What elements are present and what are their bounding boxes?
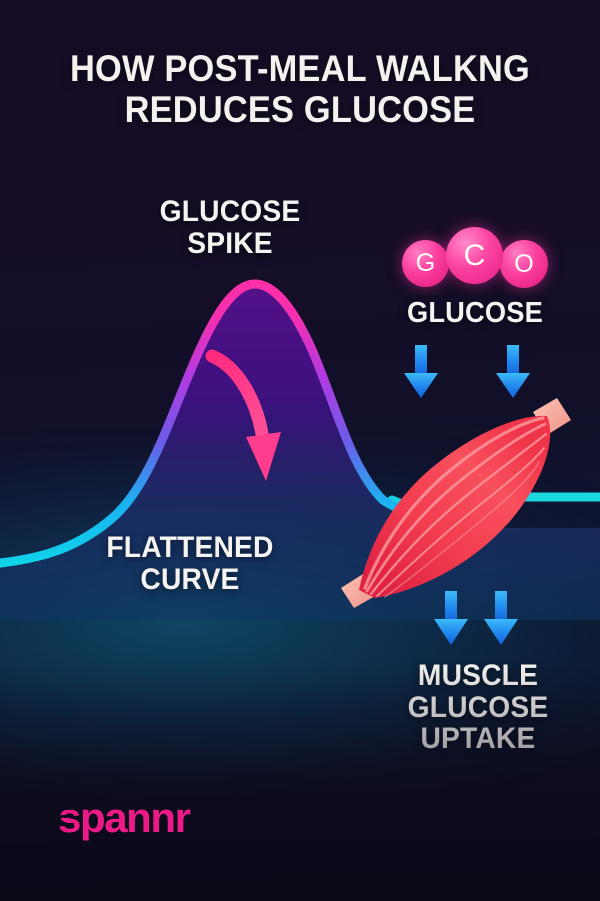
label-glucose: GLUCOSE bbox=[390, 298, 559, 328]
label-glucose-spike-line-2: SPIKE bbox=[187, 226, 273, 260]
glucose-inflow-arrow-left bbox=[404, 345, 438, 398]
reduction-arrow bbox=[205, 349, 281, 481]
atom-c-label: C bbox=[463, 238, 486, 272]
page-title-line-2: REDUCES GLUCOSE bbox=[124, 89, 476, 131]
logo-glitch-bar-3 bbox=[58, 823, 74, 826]
label-glucose-spike-line-1: GLUCOSE bbox=[159, 195, 301, 228]
glucose-spike-curve bbox=[0, 279, 429, 568]
atom-o-label: O bbox=[514, 249, 534, 278]
background-bottom-fade bbox=[0, 661, 600, 901]
label-flattened-curve: FLATTENED CURVE bbox=[73, 532, 308, 595]
page-title: HOW POST-MEAL WALKNG REDUCES GLUCOSE bbox=[21, 48, 579, 131]
label-glucose-spike: GLUCOSE SPIKE bbox=[117, 196, 343, 259]
page-title-line-1: HOW POST-MEAL WALKNG bbox=[70, 48, 530, 89]
label-flattened-curve-line-1: FLATTENED bbox=[106, 531, 274, 564]
uptake-arrow-left bbox=[434, 591, 468, 645]
atom-o-circle: O bbox=[500, 240, 548, 288]
muscle-fiber-lines bbox=[363, 416, 548, 598]
atom-c-circle: C bbox=[446, 227, 503, 284]
label-flattened-curve-line-2: CURVE bbox=[140, 562, 240, 596]
atom-g-circle: G bbox=[402, 240, 449, 287]
logo-glitch-bar-1 bbox=[58, 807, 72, 810]
brand-logo-text: spannr bbox=[58, 794, 191, 841]
atom-g-label: G bbox=[415, 249, 436, 277]
muscle-illustration bbox=[341, 398, 571, 608]
glucose-inflow-arrow-right bbox=[496, 345, 530, 398]
brand-logo[interactable]: spannr bbox=[58, 794, 191, 841]
label-glucose-text: GLUCOSE bbox=[406, 297, 544, 329]
logo-glitch-bar-2 bbox=[58, 815, 67, 818]
uptake-arrow-right bbox=[484, 591, 518, 645]
